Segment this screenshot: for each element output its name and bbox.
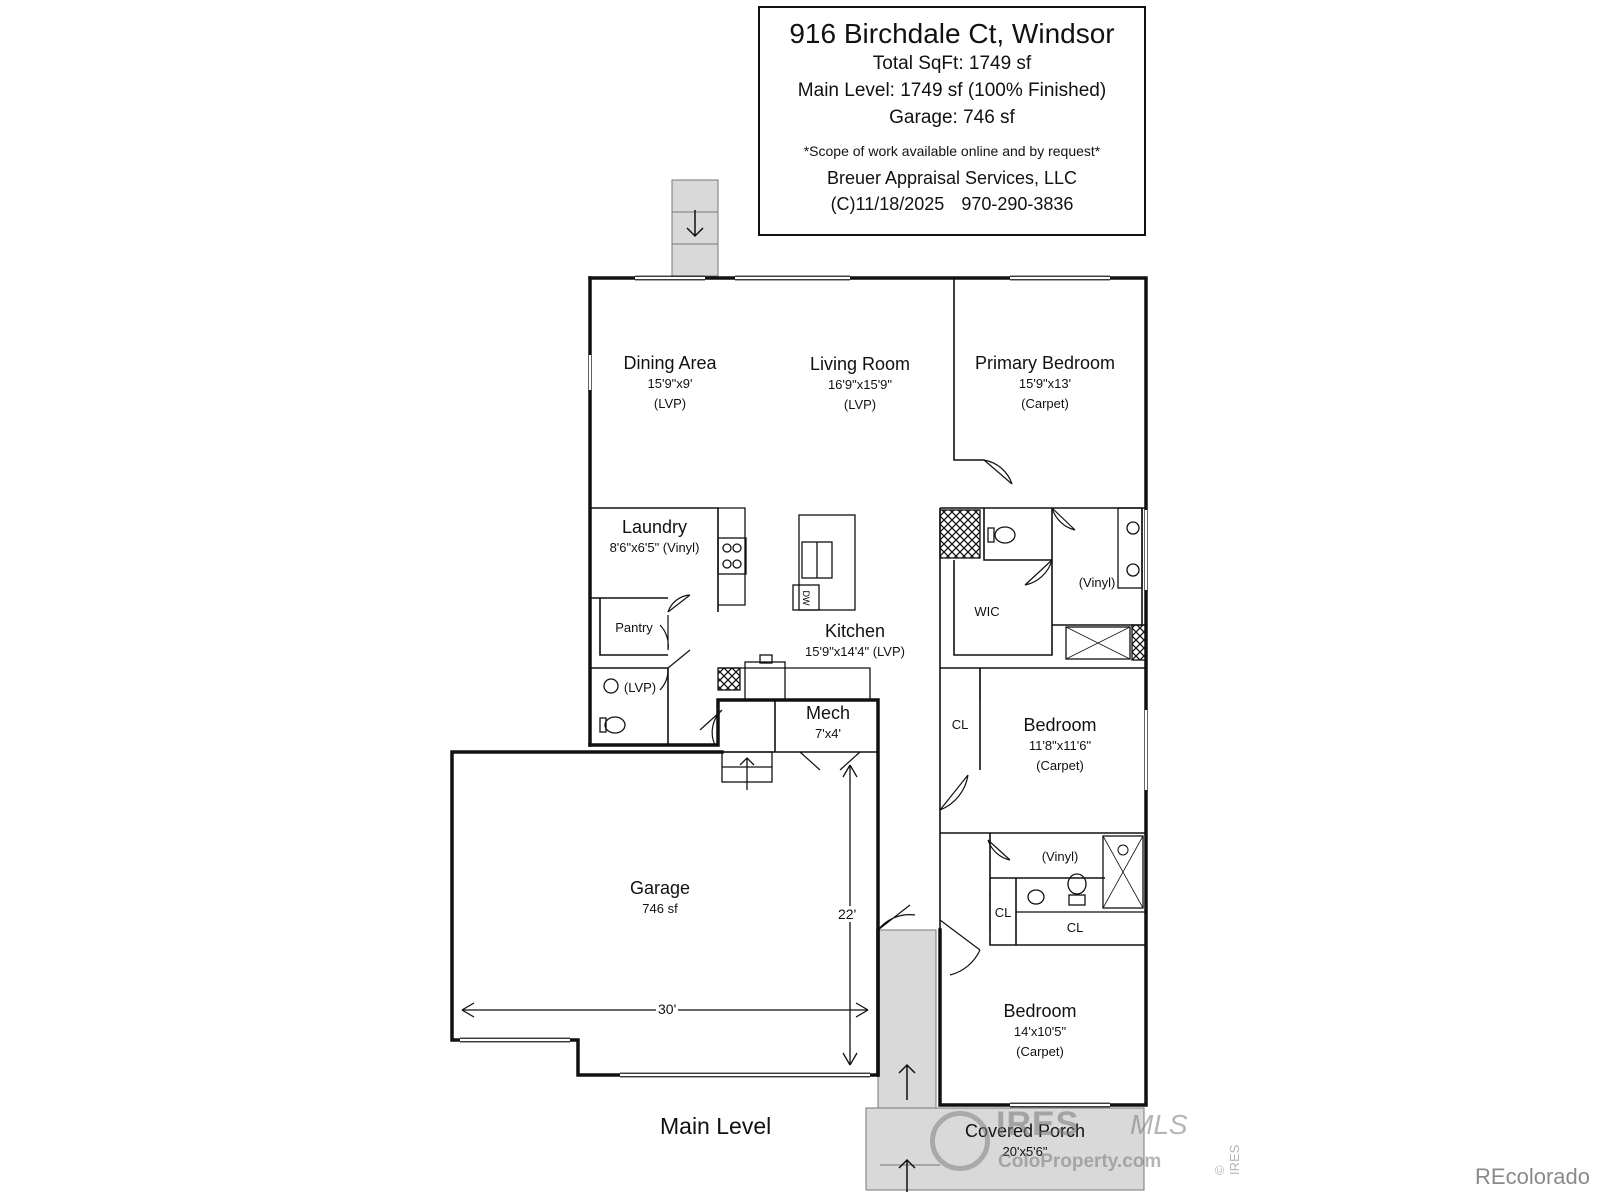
hall-closet: CL bbox=[994, 905, 1012, 920]
garage-depth-dimension: 22' bbox=[836, 906, 859, 922]
room-living-room: Living Room 16'9"x15'9" (LVP) bbox=[809, 354, 911, 412]
room-half-bath: (LVP) bbox=[623, 680, 657, 695]
info-box: 916 Birchdale Ct, Windsor Total SqFt: 17… bbox=[758, 6, 1146, 236]
garage-width-dimension: 30' bbox=[656, 1001, 679, 1017]
room-dining-area: Dining Area 15'9"x9' (LVP) bbox=[623, 353, 717, 411]
kitchen-island bbox=[798, 514, 856, 611]
room-bath-2: (Vinyl) bbox=[1041, 849, 1079, 864]
room-kitchen: Kitchen 15'9"x14'4" (LVP) bbox=[805, 621, 905, 659]
level-label: Main Level bbox=[660, 1113, 772, 1139]
room-primary-bath: (Vinyl) bbox=[1078, 575, 1116, 590]
covered-porch bbox=[865, 1107, 1145, 1191]
total-sqft: Total SqFt: 1749 sf bbox=[872, 53, 1032, 74]
ires-logo-icon bbox=[930, 1111, 990, 1171]
copyright-date: (C)11/18/2025 bbox=[830, 194, 945, 214]
main-level-sqft: Main Level: 1749 sf (100% Finished) bbox=[797, 80, 1107, 101]
company-name: Breuer Appraisal Services, LLC bbox=[826, 168, 1078, 188]
watermark-site: ColoProperty.com bbox=[998, 1151, 1162, 1172]
watermark-copyright: © IRES bbox=[1212, 1144, 1242, 1175]
phone-number: 970-290-3836 bbox=[961, 194, 1074, 214]
linen-closet: CL bbox=[1066, 920, 1084, 935]
room-bedroom-2: Bedroom 11'8"x11'6" (Carpet) bbox=[1023, 715, 1097, 773]
source-credit: REcolorado bbox=[1475, 1164, 1590, 1189]
room-laundry: Laundry 8'6"x6'5" (Vinyl) bbox=[609, 517, 700, 555]
room-wic: WIC bbox=[974, 604, 1000, 619]
room-bedroom-3: Bedroom 14'x10'5" (Carpet) bbox=[1003, 1001, 1077, 1059]
room-mech: Mech 7'x4' bbox=[805, 703, 850, 741]
property-address: 916 Birchdale Ct, Windsor bbox=[789, 18, 1115, 49]
room-pantry: Pantry bbox=[615, 620, 653, 635]
room-garage: Garage 746 sf bbox=[629, 878, 691, 916]
garage-sqft: Garage: 746 sf bbox=[889, 107, 1015, 128]
contact-line: (C)11/18/2025 970-290-3836 bbox=[760, 191, 1144, 217]
room-primary-bedroom: Primary Bedroom 15'9"x13' (Carpet) bbox=[974, 353, 1116, 411]
scope-note: *Scope of work available online and by r… bbox=[803, 143, 1101, 159]
ires-watermark: IRES MLS ColoProperty.com © IRES bbox=[930, 1105, 1242, 1185]
watermark-brand: IRES bbox=[996, 1105, 1080, 1143]
room-covered-porch: Covered Porch 20'x5'6" bbox=[964, 1121, 1086, 1159]
bedroom-2-closet: CL bbox=[951, 717, 969, 732]
dishwasher-label: DW bbox=[801, 591, 811, 606]
watermark-mls: MLS bbox=[1130, 1109, 1188, 1140]
